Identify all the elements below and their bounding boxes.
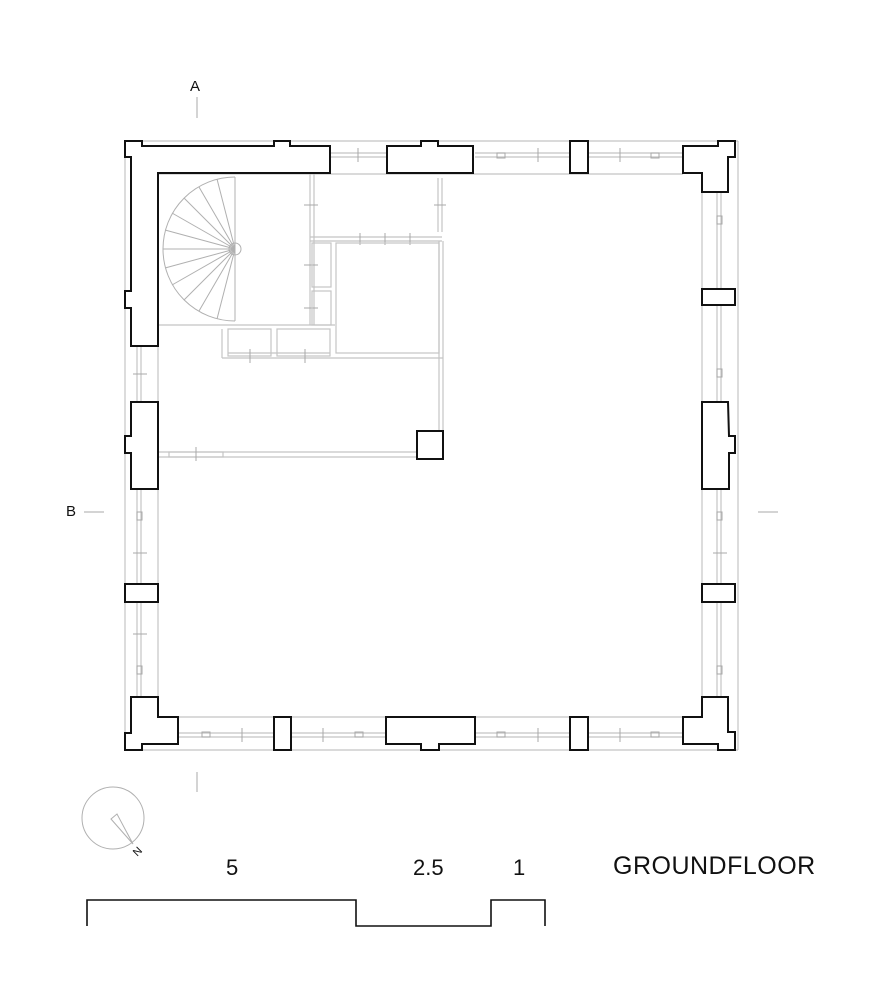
top-pier-1 (386, 140, 474, 174)
interior-column (416, 430, 444, 460)
nw-l-wall (124, 140, 331, 347)
ne-corner-pier (682, 140, 736, 193)
bottom-pier-2 (385, 716, 476, 751)
right-pier-3 (701, 583, 736, 603)
section-marker-lines (84, 97, 778, 792)
top-pier-2 (569, 140, 589, 174)
bottom-pier-1 (569, 716, 589, 751)
left-pier-2 (124, 401, 159, 490)
sw-corner-pier (124, 696, 179, 751)
scale-bar (86, 899, 546, 927)
section-marker-b: B (66, 503, 77, 520)
structural-walls (124, 140, 736, 751)
section-marker-a: A (190, 78, 201, 95)
scale-label-5: 5 (226, 855, 239, 880)
right-pier-1 (701, 288, 736, 306)
interior-partitions (158, 174, 446, 461)
bottom-pier-3 (273, 716, 292, 751)
right-pier-2 (701, 401, 736, 490)
se-corner-pier (682, 696, 736, 751)
scale-label-2-5: 2.5 (413, 855, 444, 880)
spiral-staircase (162, 176, 242, 322)
scale-label-1: 1 (513, 855, 526, 880)
north-arrow-icon (81, 786, 145, 850)
drawing-title: GROUNDFLOOR (613, 852, 816, 880)
left-pier-1 (124, 583, 159, 603)
